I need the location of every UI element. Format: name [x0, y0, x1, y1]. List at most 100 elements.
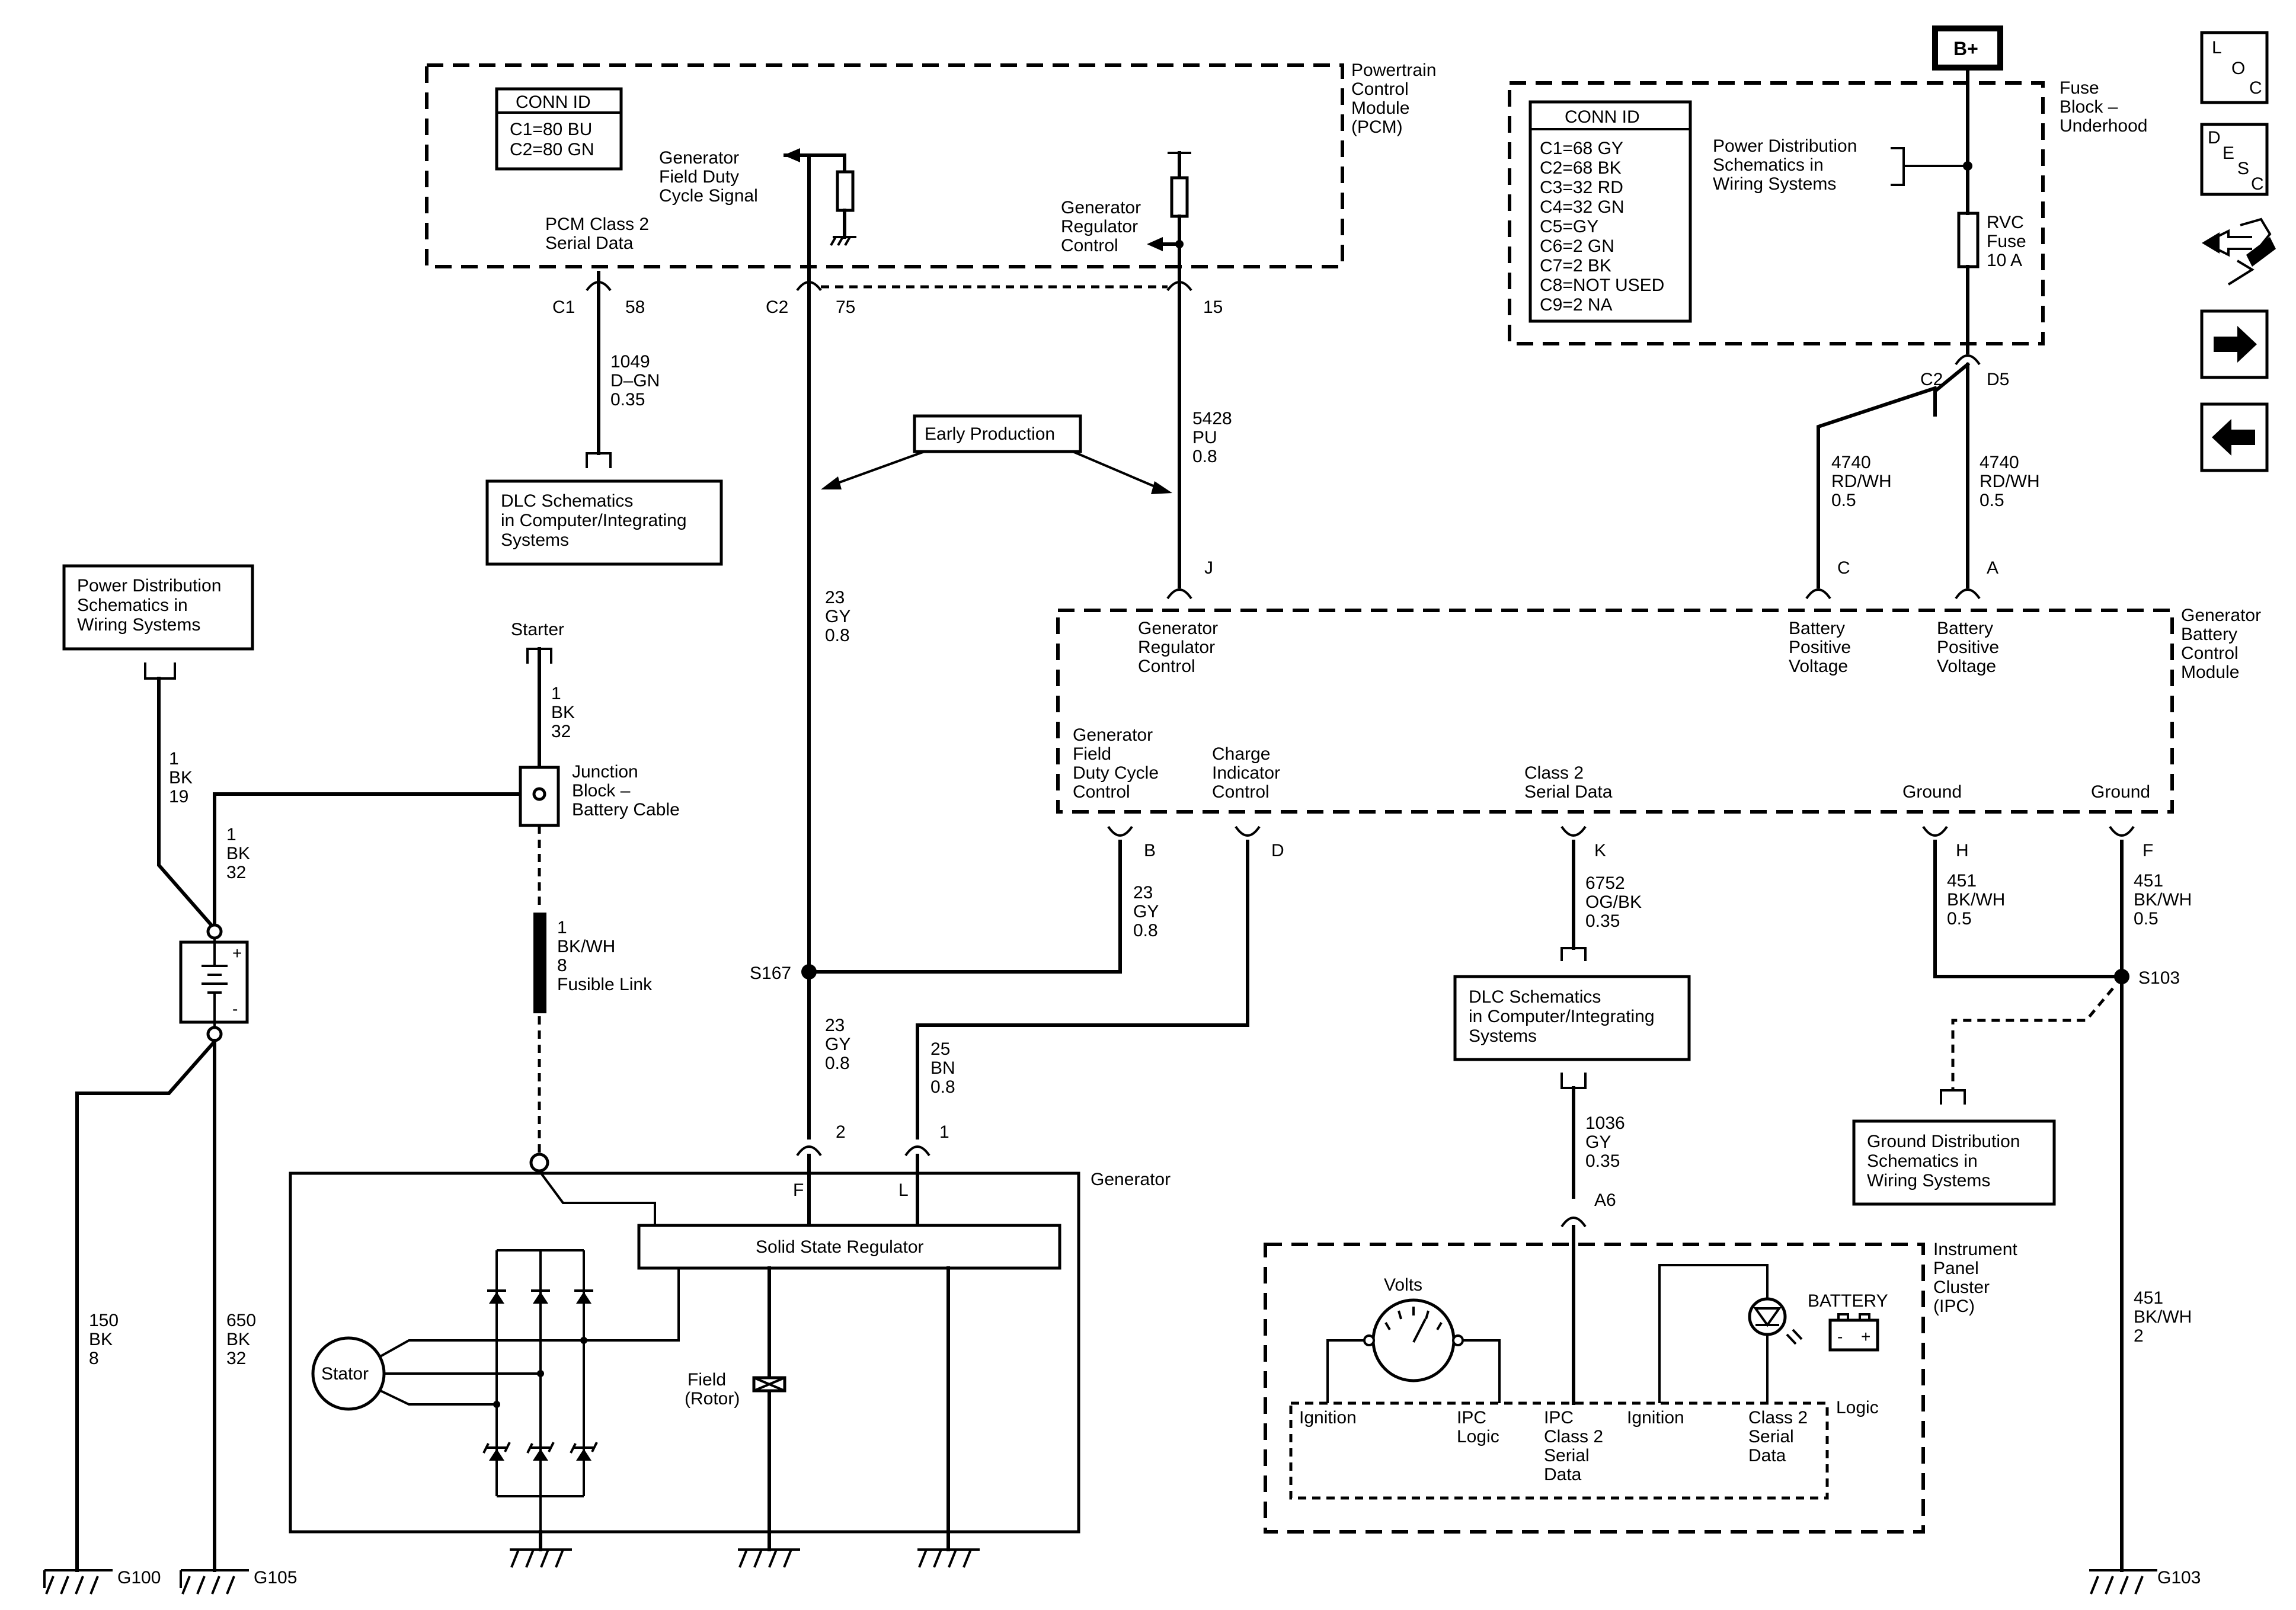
pcm-connectors: C1 58 C2 75 15 — [552, 281, 1223, 317]
svg-text:C6=2 GN: C6=2 GN — [1540, 236, 1614, 256]
b-plus-terminal: B+ — [1932, 25, 2003, 71]
svg-text:Volts: Volts — [1384, 1275, 1422, 1295]
svg-text:Generator: Generator — [1091, 1170, 1171, 1189]
pcm-conn-id-table: CONN ID C1=80 BU C2=80 GN — [495, 87, 623, 171]
svg-text:C: C — [2251, 174, 2264, 194]
generator: Generator 2 1 F L Solid State Regulator … — [289, 1122, 1171, 1534]
loc-button[interactable]: L O C — [2200, 31, 2269, 104]
junction-block — [519, 766, 560, 827]
svg-text:J: J — [1204, 558, 1213, 578]
svg-text:Field(Rotor): Field(Rotor) — [685, 1370, 740, 1409]
svg-text:Ignition: Ignition — [1627, 1408, 1684, 1427]
next-arrow-button[interactable] — [2200, 309, 2269, 379]
svg-text:Stator: Stator — [321, 1364, 369, 1384]
svg-text:58: 58 — [625, 297, 645, 317]
early-production-note: Early Production — [821, 414, 1172, 494]
svg-text:-: - — [1837, 1327, 1843, 1346]
arrow-icon — [1151, 481, 1172, 494]
connector-tool-icon[interactable] — [2202, 217, 2276, 286]
battery-icon: -+ — [1828, 1313, 1879, 1352]
arrow-left-icon — [784, 148, 800, 162]
ground-gen-1 — [510, 1530, 572, 1568]
svg-text:B: B — [1144, 841, 1156, 860]
desc-button[interactable]: D E S C — [2200, 123, 2269, 196]
splice-s103 — [2114, 969, 2129, 984]
splice-s167 — [801, 964, 817, 980]
fuse-conn-id-table: CONN ID C1=68 GY C2=68 BK C3=32 RD C4=32… — [1528, 100, 1692, 323]
ground-g105: G105 — [180, 1568, 297, 1595]
svg-text:C2: C2 — [766, 297, 788, 317]
ground-g103: G103 — [2089, 1568, 2201, 1595]
svg-text:F: F — [793, 1180, 804, 1200]
charge-indicator-lamp-icon — [1748, 1297, 1787, 1336]
svg-text:C2=68 BK: C2=68 BK — [1540, 158, 1622, 178]
previous-arrow-button[interactable] — [2200, 402, 2269, 472]
svg-text:BATTERY: BATTERY — [1808, 1291, 1888, 1311]
svg-text:L: L — [898, 1180, 909, 1200]
svg-text:D: D — [1271, 841, 1284, 860]
svg-text:S167: S167 — [750, 964, 791, 983]
svg-text:C1=68 GY: C1=68 GY — [1540, 139, 1623, 158]
svg-text:-: - — [232, 1000, 238, 1018]
fusible-link — [533, 913, 546, 1013]
svg-text:Solid State Regulator: Solid State Regulator — [756, 1237, 924, 1257]
svg-text:C1: C1 — [552, 297, 575, 317]
svg-text:S103: S103 — [2138, 968, 2180, 988]
chassis-ground-icon — [830, 236, 856, 246]
svg-text:Ground: Ground — [1902, 782, 1962, 802]
svg-text:+: + — [1861, 1327, 1870, 1346]
arrow-right-icon — [2214, 326, 2257, 363]
svg-text:C8=NOT USED: C8=NOT USED — [1540, 276, 1664, 295]
svg-text:K: K — [1594, 841, 1606, 860]
svg-text:H: H — [1956, 841, 1969, 860]
svg-text:75: 75 — [836, 297, 855, 317]
svg-text:15: 15 — [1203, 297, 1223, 317]
svg-text:+: + — [232, 944, 242, 962]
battery: + - — [179, 923, 249, 1042]
svg-text:D5: D5 — [1987, 370, 2009, 389]
svg-text:C5=GY: C5=GY — [1540, 217, 1598, 236]
svg-text:2: 2 — [836, 1122, 846, 1142]
arrow-left-icon — [2212, 419, 2255, 456]
svg-text:E: E — [2223, 143, 2234, 163]
svg-text:C4=32 GN: C4=32 GN — [1540, 197, 1625, 217]
svg-text:C3=32 RD: C3=32 RD — [1540, 178, 1623, 197]
ground-g100: G100 — [43, 1557, 161, 1595]
